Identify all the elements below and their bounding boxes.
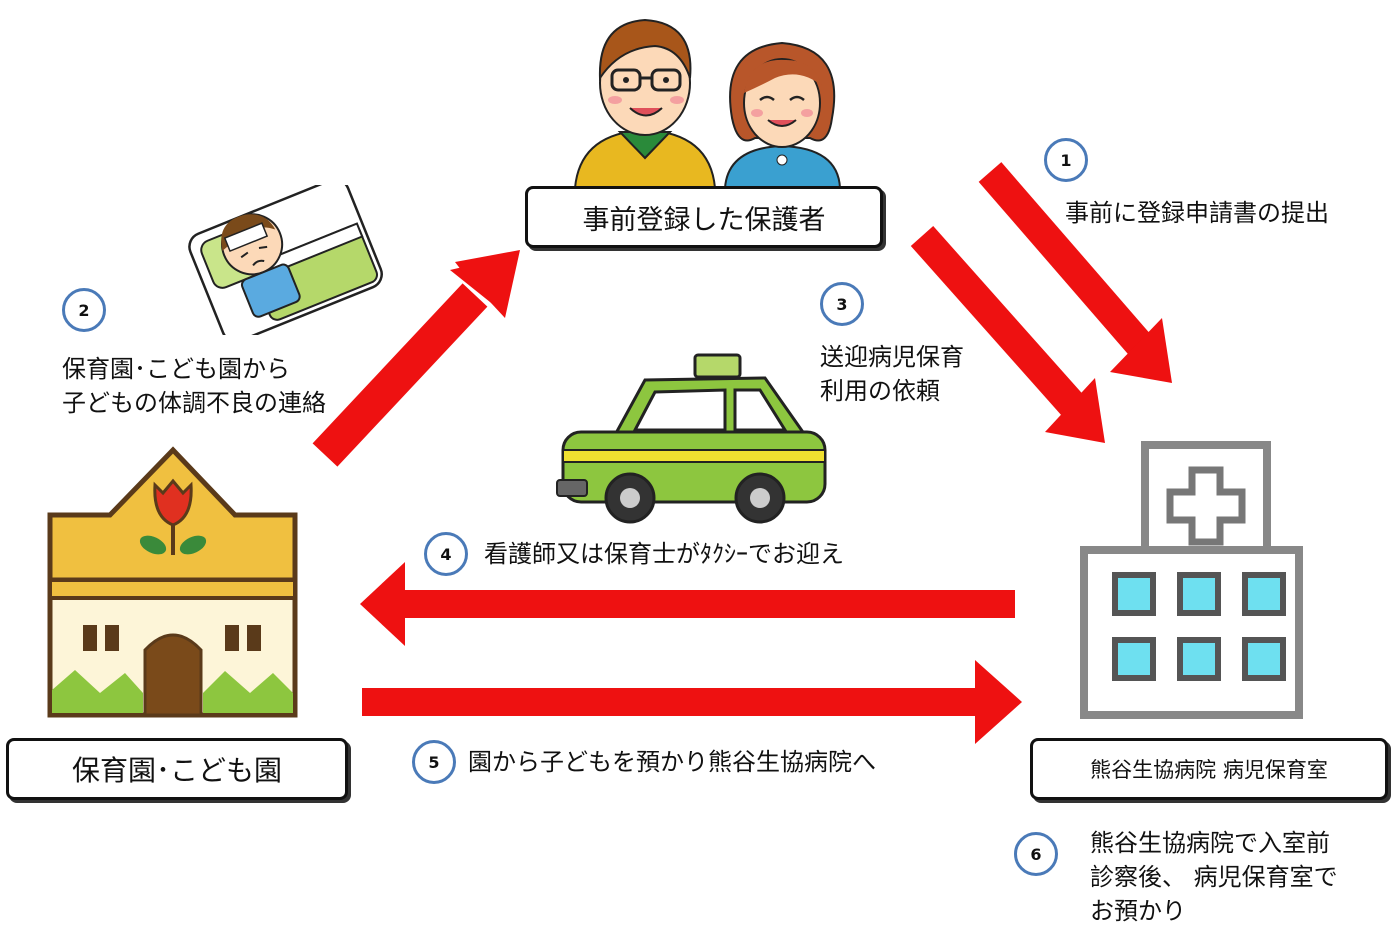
step2-line2: 子どもの体調不良の連絡 <box>62 389 326 417</box>
step1-line1: 事前に登録申請書の提出 <box>1065 199 1329 227</box>
arrow-step3 <box>910 226 1105 443</box>
step2-text: 保育園･こども園から 子どもの体調不良の連絡 <box>62 352 326 420</box>
arrow-step5 <box>362 660 1022 744</box>
step6-text: 熊谷生協病院で入室前 診察後、 病児保育室で お預かり <box>1090 826 1338 928</box>
sick-child-illustration <box>188 185 383 335</box>
step5-circle: 5 <box>412 740 456 784</box>
arrow-step4 <box>360 562 1015 646</box>
step3-text: 送迎病児保育 利用の依頼 <box>820 340 964 408</box>
arrow-nursery-to-parents <box>312 250 520 467</box>
step3-line2: 利用の依頼 <box>820 377 940 405</box>
step4-circle: 4 <box>424 532 468 576</box>
step1-text: 事前に登録申請書の提出 <box>1065 196 1329 230</box>
step5-text: 園から子どもを預かり熊谷生協病院へ <box>468 745 876 779</box>
step4-text: 看護師又は保育士がﾀｸｼｰでお迎え <box>484 537 844 571</box>
nursery-label: 保育園･こども園 <box>71 754 282 787</box>
step1-circle: 1 <box>1044 138 1088 182</box>
hospital-building-illustration <box>1080 441 1303 719</box>
step2-circle: 2 <box>62 288 106 332</box>
hospital-label: 熊谷生協病院 病児保育室 <box>1090 758 1328 782</box>
parents-label: 事前登録した保護者 <box>582 204 826 236</box>
step6-line1: 熊谷生協病院で入室前 <box>1090 829 1330 857</box>
arrow-step1 <box>978 162 1172 383</box>
taxi-illustration <box>556 353 827 524</box>
hospital-node: 熊谷生協病院 病児保育室 <box>1030 738 1388 800</box>
step6-circle: 6 <box>1014 832 1058 876</box>
step5-line1: 園から子どもを預かり熊谷生協病院へ <box>468 748 876 776</box>
nursery-building-illustration <box>47 446 298 718</box>
step2-line1: 保育園･こども園から <box>62 355 290 383</box>
step3-line1: 送迎病児保育 <box>820 343 964 371</box>
parents-node: 事前登録した保護者 <box>525 186 883 248</box>
step6-line2: 診察後、 病児保育室で <box>1090 863 1338 891</box>
step3-circle: 3 <box>820 282 864 326</box>
parents-illustration <box>573 18 842 188</box>
step6-line3: お預かり <box>1090 897 1186 925</box>
step4-line1: 看護師又は保育士がﾀｸｼｰでお迎え <box>484 540 844 568</box>
nursery-node: 保育園･こども園 <box>6 738 348 800</box>
